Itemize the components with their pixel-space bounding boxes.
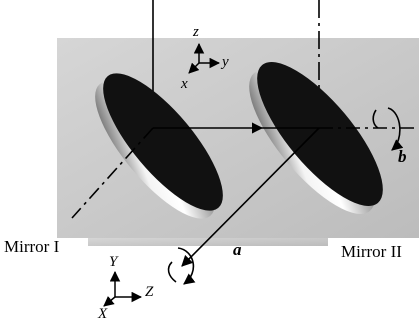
- axis-triad-top: z y x: [180, 24, 229, 92]
- mirror-2: [249, 62, 383, 214]
- axis-triad-bottom: Y Z X: [97, 254, 154, 320]
- axis-x-label-top: x: [180, 76, 188, 92]
- rotation-arc-z-back: [167, 261, 177, 283]
- beam-a-label: a: [233, 240, 242, 259]
- rotation-arc-b-back: [372, 109, 379, 129]
- beam-b-label: b: [398, 147, 407, 166]
- axis-z-label-top: z: [192, 24, 199, 40]
- axis-y-label-bottom: Y: [109, 254, 119, 270]
- rotation-arrow-b: [387, 107, 404, 151]
- panel-lower-notch: [88, 238, 328, 246]
- axis-z-label-bottom: Z: [145, 284, 154, 300]
- mirror-1-label: Mirror I: [4, 237, 60, 256]
- diagonal-axis-left: [71, 127, 154, 219]
- mirror-1: [95, 73, 223, 219]
- rotation-arrow-z: [177, 247, 196, 285]
- axis-x-label-bottom: X: [97, 306, 108, 320]
- axis-y-label-top: y: [220, 54, 229, 70]
- beam-a: [181, 127, 320, 267]
- mirror-2-label: Mirror II: [341, 242, 402, 261]
